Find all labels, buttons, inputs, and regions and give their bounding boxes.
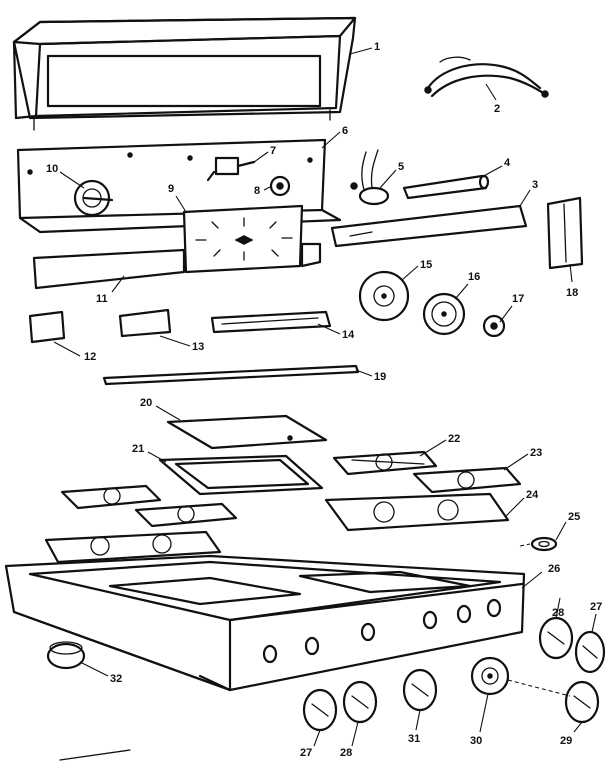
callout-30: 30 xyxy=(470,735,482,747)
left-grate-front xyxy=(134,502,238,528)
callout-19: 19 xyxy=(374,371,386,383)
part-32-cup xyxy=(46,641,86,670)
alignment-line-25 xyxy=(519,543,531,547)
part-27-knob-left xyxy=(302,688,338,732)
part-28-knob-right xyxy=(538,616,574,660)
callout-32: 32 xyxy=(110,673,122,685)
part-5-lamp-socket xyxy=(350,149,390,206)
part-22-grate xyxy=(332,450,438,476)
part-26-main-top xyxy=(4,554,526,692)
callout-12: 12 xyxy=(84,351,96,363)
callout-24: 24 xyxy=(526,489,539,501)
callout-7: 7 xyxy=(270,145,276,157)
part-3-rear-trim xyxy=(330,204,528,248)
part-23-grate xyxy=(412,466,522,494)
part-1-backguard xyxy=(12,16,357,131)
part-8-timer-knob xyxy=(269,175,291,197)
part-20-cover-plate xyxy=(166,414,328,450)
part-16-dial xyxy=(422,292,466,336)
part-14-channel xyxy=(210,310,332,334)
part-10-clock-motor xyxy=(73,179,114,217)
part-7-switch xyxy=(206,156,256,182)
callout-4: 4 xyxy=(504,157,511,169)
part-18-bracket xyxy=(546,196,584,270)
callout-25: 25 xyxy=(568,511,580,523)
callout-3: 3 xyxy=(532,179,538,191)
callout-31: 31 xyxy=(408,733,420,745)
callout-11: 11 xyxy=(96,293,108,305)
callout-27-right: 27 xyxy=(590,601,602,613)
callout-27-left: 27 xyxy=(300,747,312,759)
left-grate-rear xyxy=(60,484,162,510)
part-24-burner-box xyxy=(324,492,510,532)
callout-14: 14 xyxy=(342,329,355,341)
part-19-rod xyxy=(102,364,360,386)
callout-28-left: 28 xyxy=(340,747,352,759)
left-burner-assembly xyxy=(44,530,222,564)
callout-5: 5 xyxy=(398,161,404,173)
callout-6: 6 xyxy=(342,125,348,137)
leader-lines xyxy=(53,47,597,747)
alignment-line-30-29 xyxy=(507,679,571,697)
part-11-trim-strip xyxy=(32,242,322,290)
part-25-grommet xyxy=(530,536,558,552)
callout-16: 16 xyxy=(468,271,480,283)
part-4-tube xyxy=(402,174,490,200)
callout-29: 29 xyxy=(560,735,572,747)
scan-mark xyxy=(59,749,131,761)
callout-20: 20 xyxy=(140,397,152,409)
callout-17: 17 xyxy=(512,293,524,305)
part-27-knob-right xyxy=(574,630,606,674)
callout-9: 9 xyxy=(168,183,174,195)
callout-10: 10 xyxy=(46,163,58,175)
part-9-clock-face xyxy=(182,204,304,274)
callout-21: 21 xyxy=(132,443,144,455)
callout-8: 8 xyxy=(254,185,260,197)
part-31-knob xyxy=(402,668,438,712)
callout-28-right: 28 xyxy=(552,607,564,619)
callout-numbers: 1 2 3 4 5 6 7 8 9 10 11 12 13 14 15 16 1… xyxy=(46,41,602,759)
part-30-rotor xyxy=(470,656,510,696)
callout-15: 15 xyxy=(420,259,432,271)
callout-13: 13 xyxy=(192,341,204,353)
callout-1: 1 xyxy=(374,41,380,53)
callout-22: 22 xyxy=(448,433,460,445)
callout-26: 26 xyxy=(548,563,560,575)
part-29-knob xyxy=(564,680,600,724)
part-13-bracket xyxy=(118,308,172,338)
part-12-bracket xyxy=(28,310,66,344)
part-15-dial xyxy=(358,270,410,322)
part-21-frame xyxy=(158,454,324,496)
callout-23: 23 xyxy=(530,447,542,459)
part-2-wire-harness xyxy=(424,56,549,98)
part-28-knob-left xyxy=(342,680,378,724)
callout-18: 18 xyxy=(566,287,578,299)
callout-2: 2 xyxy=(494,103,500,115)
part-17-knob xyxy=(482,314,506,338)
